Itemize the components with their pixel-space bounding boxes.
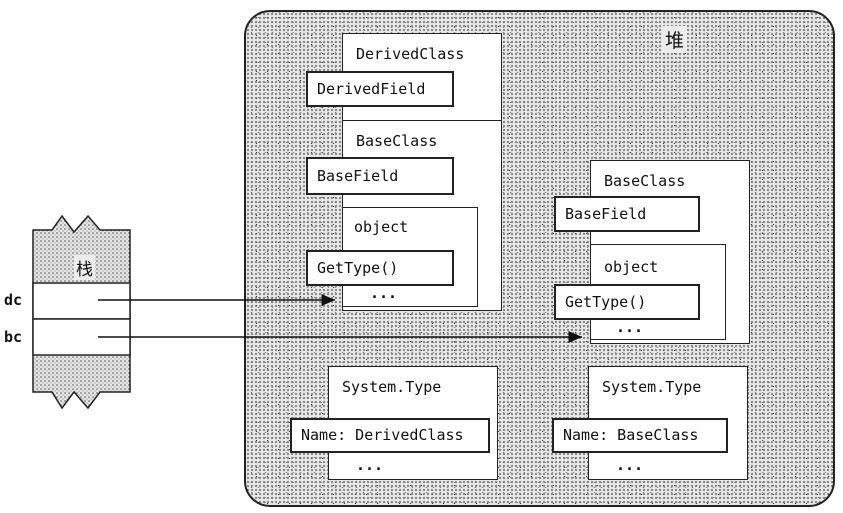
var-bc-label: bc <box>4 328 23 346</box>
base-class-title: BaseClass <box>604 172 686 190</box>
heap-label: 堆 <box>662 26 688 53</box>
derived-class-title: DerivedClass <box>356 45 465 63</box>
type-object-base-name: Name: BaseClass <box>552 418 728 453</box>
base-field: BaseField <box>554 196 700 232</box>
derived-base-class-title: BaseClass <box>356 132 438 150</box>
var-dc-label: dc <box>4 291 23 309</box>
derived-ellipsis: ... <box>370 284 398 302</box>
type-object-derived-name: Name: DerivedClass <box>290 418 490 453</box>
stack-slot-dc <box>32 282 131 320</box>
base-gettype: GetType() <box>554 284 700 320</box>
type-object-base-title: System.Type <box>602 378 702 396</box>
type-object-base-ellipsis: ... <box>616 456 644 474</box>
base-object-title: object <box>604 258 659 276</box>
derived-object-title: object <box>354 218 409 236</box>
stack-label: 栈 <box>74 255 95 280</box>
derived-divider <box>342 120 502 121</box>
base-ellipsis: ... <box>616 318 644 336</box>
derived-base-field: BaseField <box>306 157 454 195</box>
type-object-derived-ellipsis: ... <box>356 456 384 474</box>
derived-field: DerivedField <box>306 71 454 107</box>
derived-gettype: GetType() <box>306 250 454 286</box>
type-object-derived-title: System.Type <box>342 378 442 396</box>
